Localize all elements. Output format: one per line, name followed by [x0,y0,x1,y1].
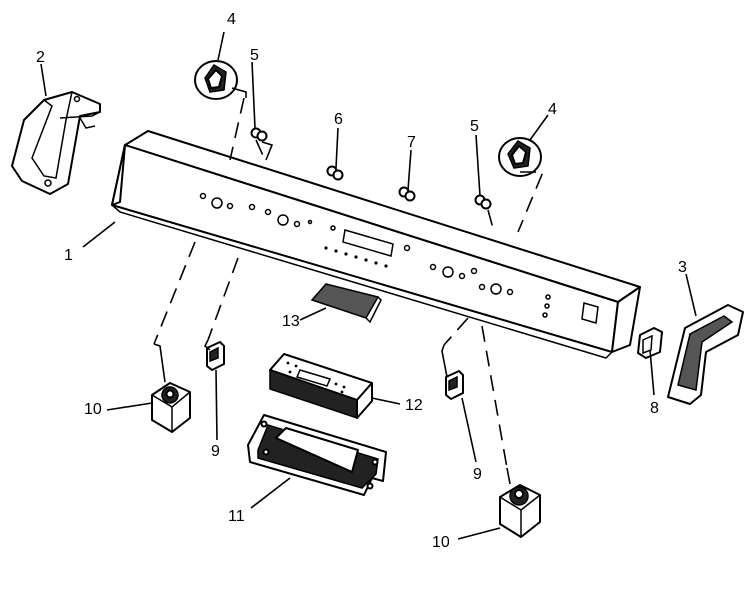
button-6 [326,165,344,181]
clip-9-left [206,341,225,371]
knob-right [498,137,542,177]
callout-10-right: 10 [432,534,450,551]
callout-5-right: 5 [470,118,479,135]
callout-5-left: 5 [250,47,259,64]
callout-1: 1 [64,247,73,264]
callout-8: 8 [650,400,659,417]
control-board-12 [269,353,373,420]
control-panel [111,130,641,359]
knob-base-10-left [151,382,191,433]
callout-7: 7 [407,134,416,151]
knob-left [194,60,238,100]
callout-9-left: 9 [211,443,220,460]
switch-8 [637,327,663,359]
callout-3: 3 [678,259,687,276]
callout-4-left: 4 [227,11,236,28]
callout-4-right: 4 [548,101,557,118]
callout-12: 12 [405,397,423,414]
alignment-lines [153,97,545,469]
button-5-left [250,127,268,142]
callout-10-left: 10 [84,401,102,418]
callout-13: 13 [282,313,300,330]
callout-9-right: 9 [473,466,482,483]
callout-labels: 4 2 5 6 7 5 4 1 3 13 8 10 12 9 9 11 10 [36,11,687,551]
button-5-right [474,194,492,210]
callout-6: 6 [334,111,343,128]
callout-11: 11 [228,508,245,525]
knob-base-10-right [499,484,541,538]
overlay-13 [310,283,382,324]
mounting-plate-11 [247,414,387,496]
leader-lines [40,31,697,540]
button-7 [398,186,416,202]
left-end-bracket [11,91,101,195]
callout-2: 2 [36,49,45,66]
right-end-bracket [667,304,744,405]
clip-9-right [445,370,464,400]
